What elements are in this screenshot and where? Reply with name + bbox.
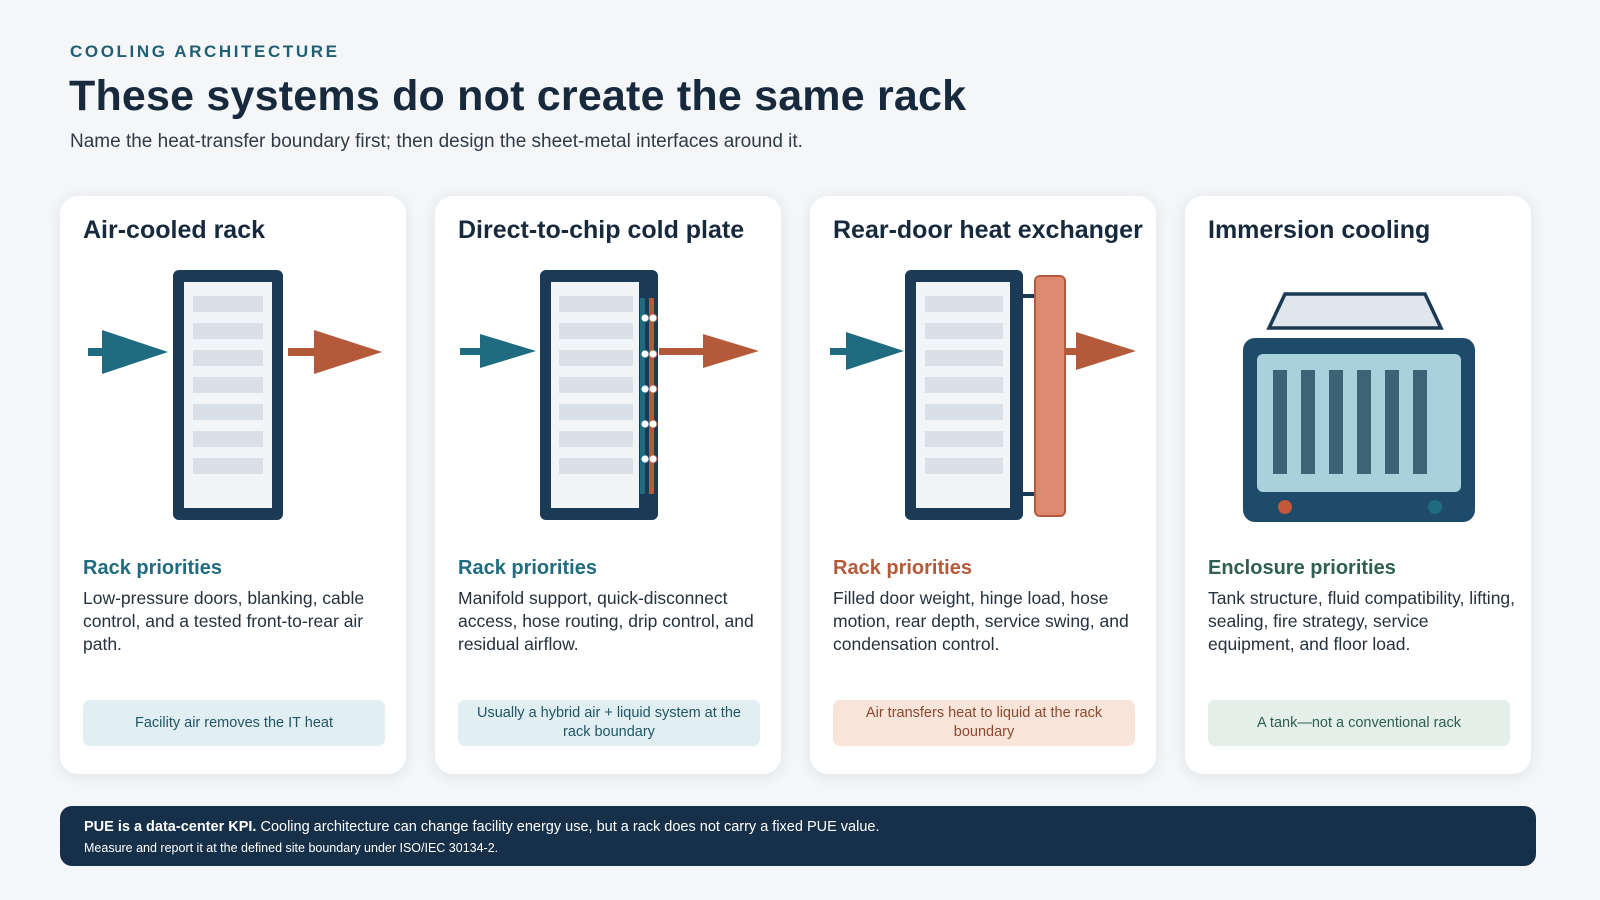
eyebrow-label: COOLING ARCHITECTURE bbox=[70, 42, 340, 61]
priorities-text: Low-pressure doors, blanking, cable cont… bbox=[83, 588, 365, 654]
card-direct-to-chip: Direct-to-chip cold plate Rack prioritie… bbox=[435, 196, 781, 774]
priorities-text: Manifold support, quick-disconnect acces… bbox=[458, 588, 754, 654]
footer-line-1: PUE is a data-center KPI. Cooling archit… bbox=[84, 818, 1512, 837]
card-title: Rear-door heat exchanger bbox=[833, 216, 1143, 244]
card-air-cooled: Air-cooled rack Rack priorities Low-pres… bbox=[60, 196, 406, 774]
immersion-tank-icon bbox=[1243, 292, 1475, 522]
card-title: Air-cooled rack bbox=[83, 216, 266, 244]
summary-pill: Air transfers heat to liquid at the rack… bbox=[833, 700, 1135, 746]
page-subtitle: Name the heat-transfer boundary first; t… bbox=[70, 131, 803, 152]
cold-plate-rack-icon bbox=[460, 270, 759, 520]
footer-line-1-text: Cooling architecture can change facility… bbox=[256, 819, 880, 835]
priorities-text: Filled door weight, hinge load, hose mot… bbox=[833, 588, 1129, 654]
card-title: Immersion cooling bbox=[1208, 216, 1431, 244]
card-title: Direct-to-chip cold plate bbox=[458, 216, 745, 244]
card-rear-door: Rear-door heat exchanger Rack priorities… bbox=[810, 196, 1156, 774]
summary-pill: Usually a hybrid air + liquid system at … bbox=[458, 700, 760, 746]
footer-line-2: Measure and report it at the defined sit… bbox=[84, 841, 499, 855]
card-immersion: Immersion cooling Enclosure priorities T… bbox=[1185, 196, 1531, 774]
summary-pill: Facility air removes the IT heat bbox=[83, 700, 385, 746]
pue-footer-banner: PUE is a data-center KPI. Cooling archit… bbox=[60, 806, 1536, 866]
priorities-heading: Rack priorities bbox=[83, 557, 222, 579]
rear-door-rack-icon bbox=[830, 270, 1136, 520]
summary-pill: A tank—not a conventional rack bbox=[1208, 700, 1510, 746]
footer-bold-lead: PUE is a data-center KPI. bbox=[84, 819, 257, 835]
page-title: These systems do not create the same rac… bbox=[69, 72, 967, 120]
priorities-text: Tank structure, fluid compatibility, lif… bbox=[1208, 588, 1516, 654]
priorities-heading: Enclosure priorities bbox=[1208, 557, 1396, 579]
priorities-heading: Rack priorities bbox=[458, 557, 597, 579]
priorities-heading: Rack priorities bbox=[833, 557, 972, 579]
air-cooled-rack-icon bbox=[88, 270, 382, 520]
